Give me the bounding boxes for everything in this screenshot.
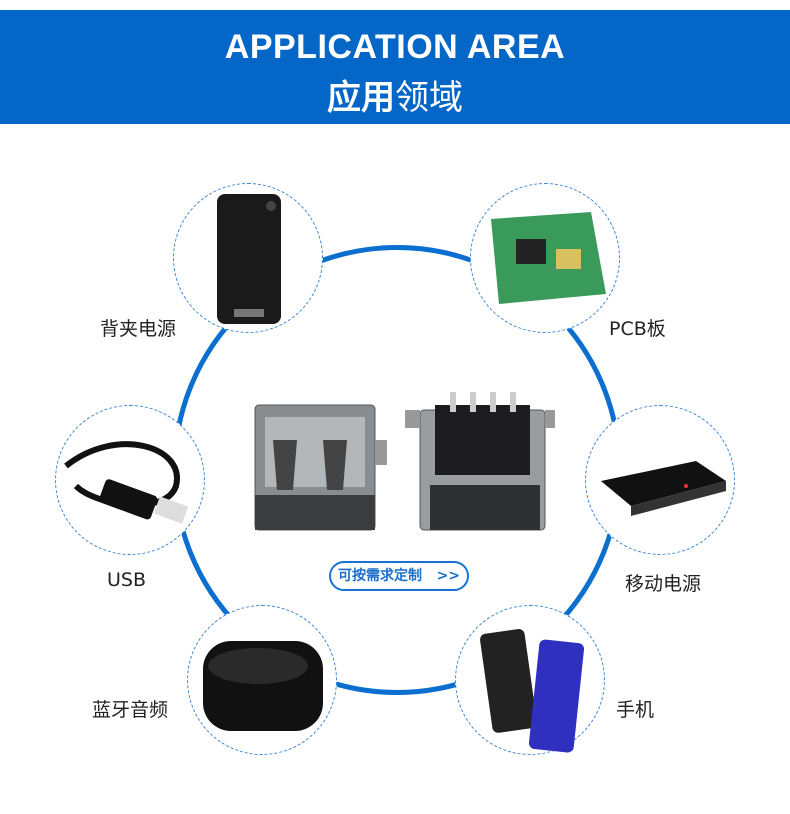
- bubble-smartphone: [455, 605, 605, 755]
- title-en: APPLICATION AREA: [224, 28, 566, 66]
- usb-connector-back-image: [405, 392, 555, 531]
- usb-connector-front-image: [254, 404, 387, 531]
- bluetooth-audio-icon: [203, 641, 323, 731]
- usb-cable-icon: [64, 441, 189, 524]
- header-banner: APPLICATION AREA 应用领域: [0, 10, 790, 124]
- label-battery-case: 背夹电源: [100, 318, 177, 340]
- pcb-board-icon: [491, 212, 606, 304]
- bubble-battery-case: [173, 183, 323, 333]
- label-smartphone: 手机: [616, 699, 655, 721]
- smartphone-icon: [480, 629, 585, 753]
- title-cn-light: 领域: [395, 78, 463, 118]
- title-cn-bold: 应用: [327, 78, 395, 118]
- label-power-bank: 移动电源: [625, 573, 702, 595]
- title-cn: 应用领域: [0, 70, 790, 119]
- bubble-pcb: [470, 183, 620, 333]
- phone-battery-case-icon: [217, 194, 281, 324]
- label-usb: USB: [107, 569, 147, 591]
- bubble-bluetooth-audio: [187, 605, 337, 755]
- arrow-icon: >>: [436, 568, 461, 584]
- customize-button-label: 可按需求定制: [337, 568, 422, 584]
- label-pcb: PCB板: [609, 318, 666, 340]
- label-bluetooth-audio: 蓝牙音频: [92, 699, 169, 721]
- bubble-usb: [55, 405, 205, 555]
- power-bank-icon: [601, 461, 726, 516]
- customize-button[interactable]: 可按需求定制 >>: [329, 561, 469, 591]
- bubble-power-bank: [585, 405, 735, 555]
